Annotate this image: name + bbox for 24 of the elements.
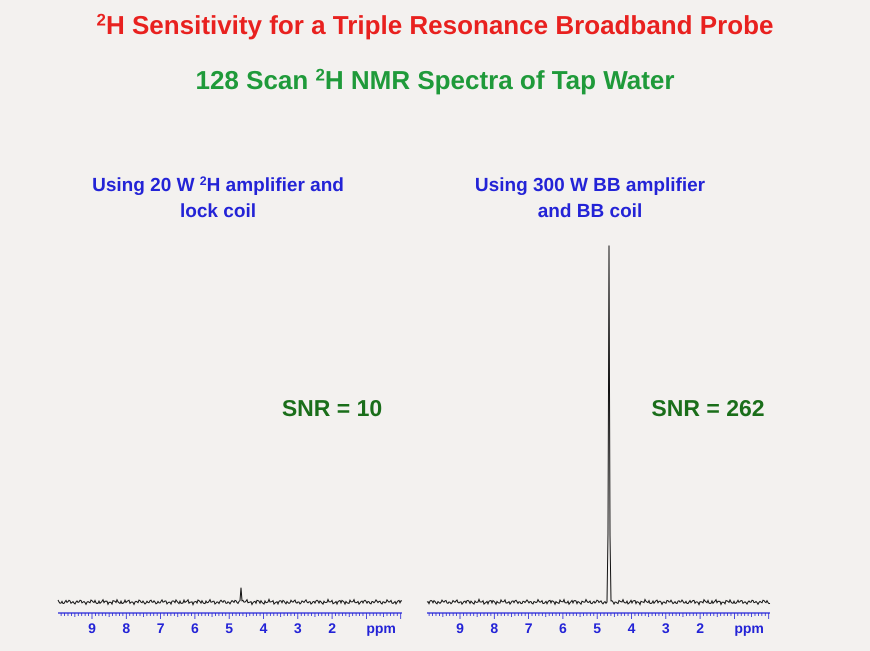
tick-label: 7 [524,620,532,636]
tick-label: 4 [260,620,268,636]
tick-label: 6 [559,620,567,636]
spectrum-caption: Using 20 W $^{2}$H amplifier and lock coil [91,173,345,224]
tick-label: 5 [225,620,234,636]
axis-unit: ppm [366,620,396,636]
tick-label: 8 [490,620,498,636]
tick-label: 7 [156,620,164,636]
snr-value: SNR = 10 [282,395,382,422]
axis-unit: ppm [734,620,764,636]
tick-label: 6 [191,620,199,636]
spectrum-caption: Using 300 W BB amplifier and BB coil [474,174,706,224]
tick-label: 2 [696,620,704,636]
tick-label: 3 [662,620,670,636]
tick-label: 5 [593,620,602,636]
tick-label: 9 [88,620,96,636]
tick-label: 2 [328,620,336,636]
subtitle: 128 Scan $^{2}$H NMR Spectra of Tap Water [196,65,674,96]
snr-value: SNR = 262 [651,395,765,422]
tick-label: 8 [122,620,130,636]
tick-label: 9 [456,620,464,636]
tick-label: 4 [628,620,636,636]
tick-label: 3 [294,620,302,636]
title: $^{2}$H Sensitivity for a Triple Resonance Broadband Probe [96,10,774,41]
